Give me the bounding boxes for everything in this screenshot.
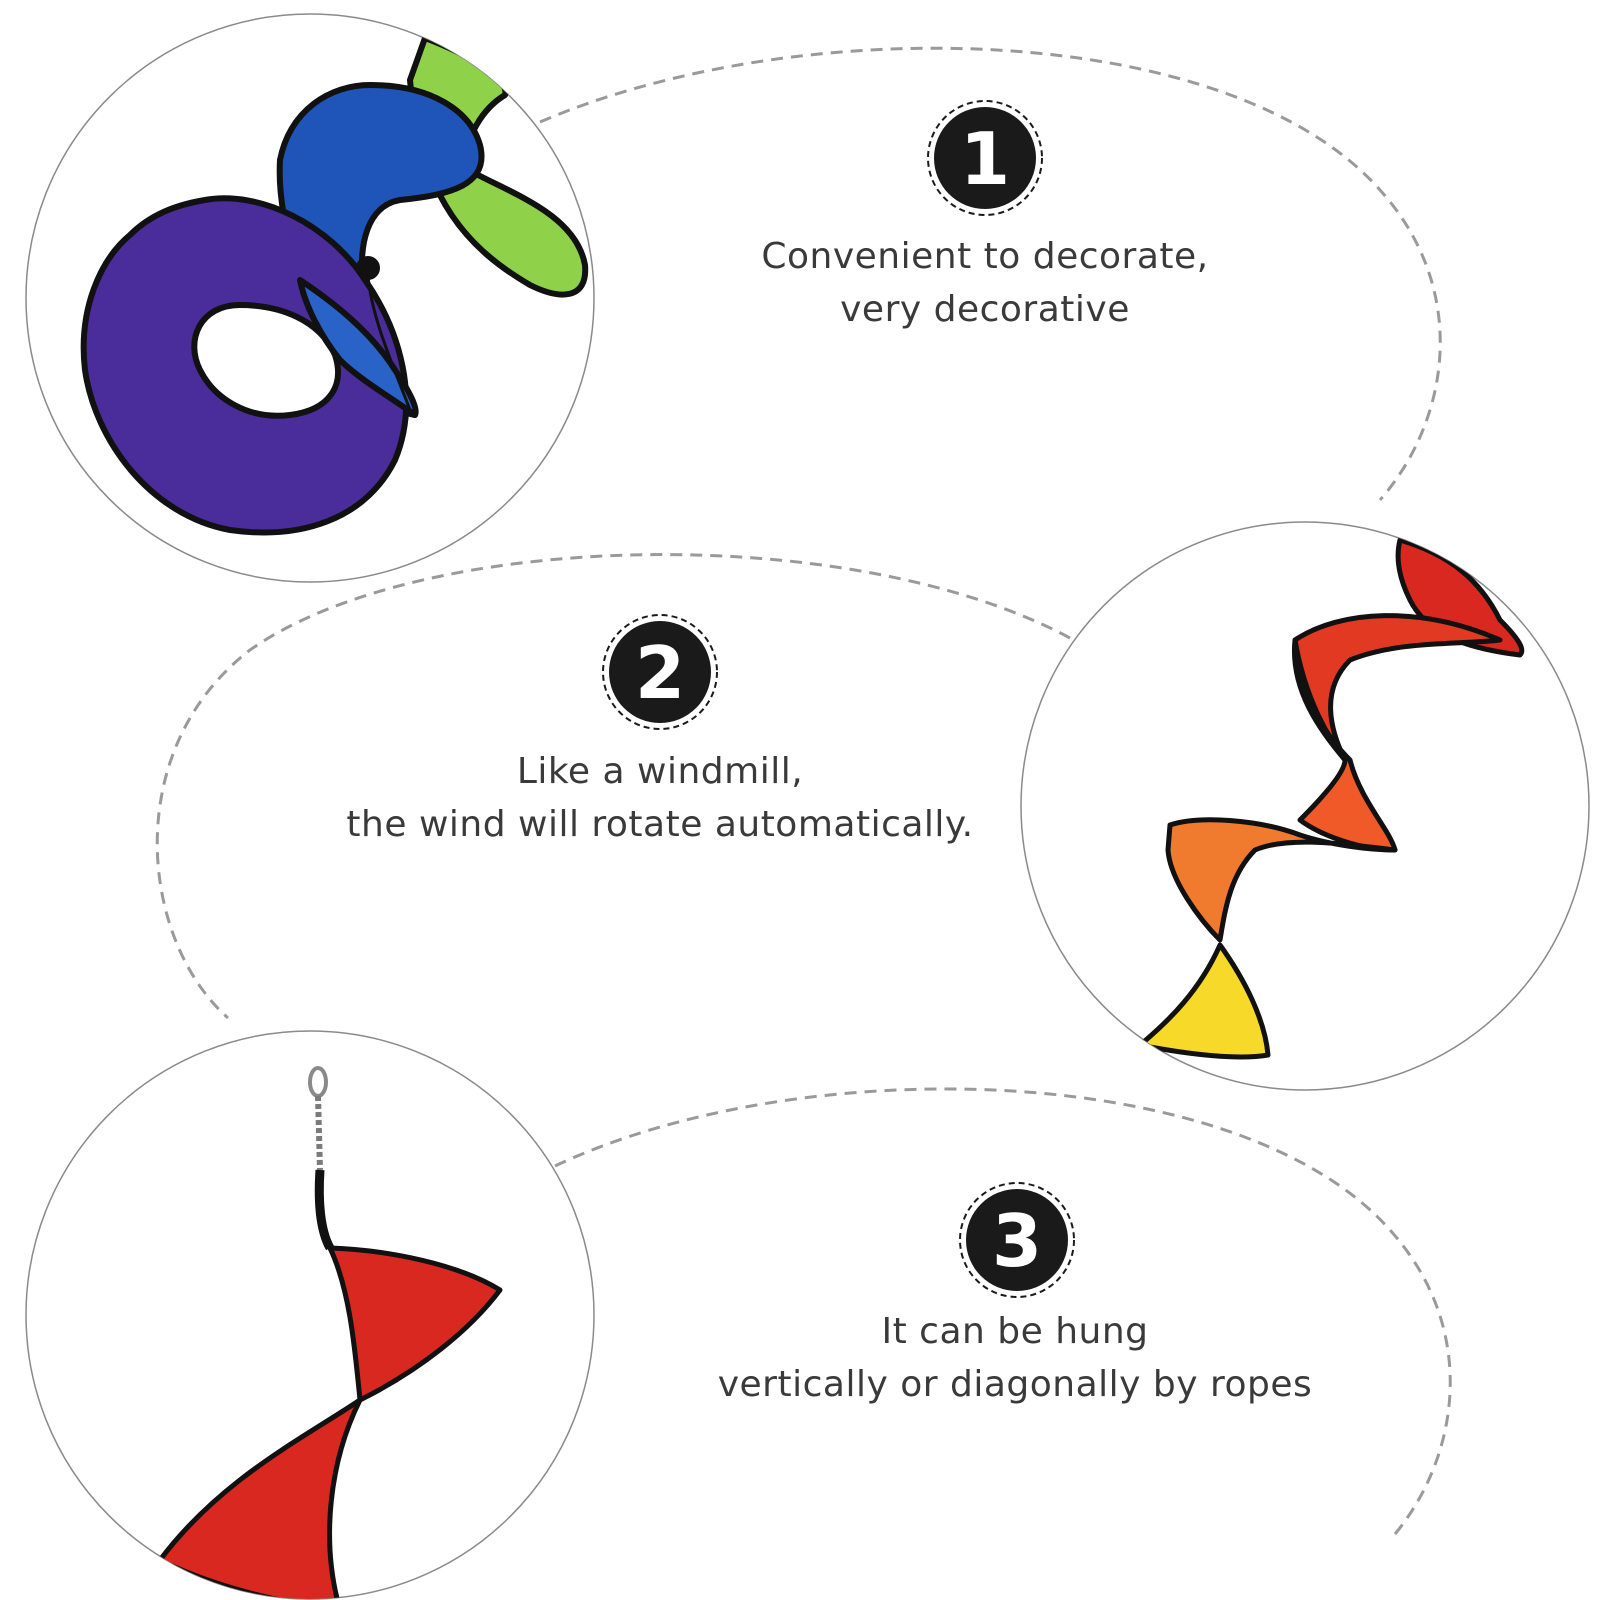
feature-2-line-2: the wind will rotate automatically. — [346, 804, 974, 845]
number-badge-2: 2 — [602, 614, 718, 730]
feature-3-line-2: vertically or diagonally by ropes — [717, 1364, 1313, 1405]
feature-2-line-1: Like a windmill, — [516, 751, 804, 792]
spiral-segment-red — [1395, 537, 1525, 658]
hanging-strap — [314, 1169, 335, 1251]
product-image-3 — [25, 1030, 595, 1600]
feature-3-line-1: It can be hung — [881, 1311, 1149, 1352]
swivel-chain — [315, 1095, 323, 1171]
feature-1-line-1: Convenient to decorate, — [761, 236, 1209, 277]
number-badge-3: 3 — [959, 1182, 1075, 1298]
spiral-segment-blue-inner — [297, 277, 419, 418]
spiral-segment-purple — [80, 195, 410, 536]
spiral-segment-red-upper — [327, 1245, 503, 1403]
dashed-curve-3 — [554, 1087, 1452, 1541]
spiral-segment-red-lower — [157, 1397, 363, 1599]
number-badge-1: 1 — [927, 100, 1043, 216]
dashed-connectors — [155, 46, 1452, 1541]
spiral-segment-green — [407, 35, 589, 298]
hanging-cord — [366, 275, 412, 411]
spiral-segment-yellow — [1137, 942, 1271, 1060]
product-image-1 — [25, 13, 595, 583]
feature-1-line-2: very decorative — [840, 289, 1130, 330]
hanging-bead — [356, 256, 380, 280]
feature-description-2: Like a windmill, the wind will rotate au… — [330, 745, 990, 851]
feature-description-3: It can be hung vertically or diagonally … — [700, 1305, 1330, 1411]
spiral-segment-orange — [1165, 817, 1398, 943]
feature-description-1: Convenient to decorate, very decorative — [700, 230, 1270, 336]
badge-number-2: 2 — [635, 631, 685, 715]
badge-number-1: 1 — [960, 117, 1010, 201]
badge-number-3: 3 — [992, 1199, 1042, 1283]
product-image-2 — [1020, 521, 1590, 1091]
dashed-curve-1 — [539, 46, 1442, 501]
dashed-curve-2 — [155, 553, 1071, 1020]
